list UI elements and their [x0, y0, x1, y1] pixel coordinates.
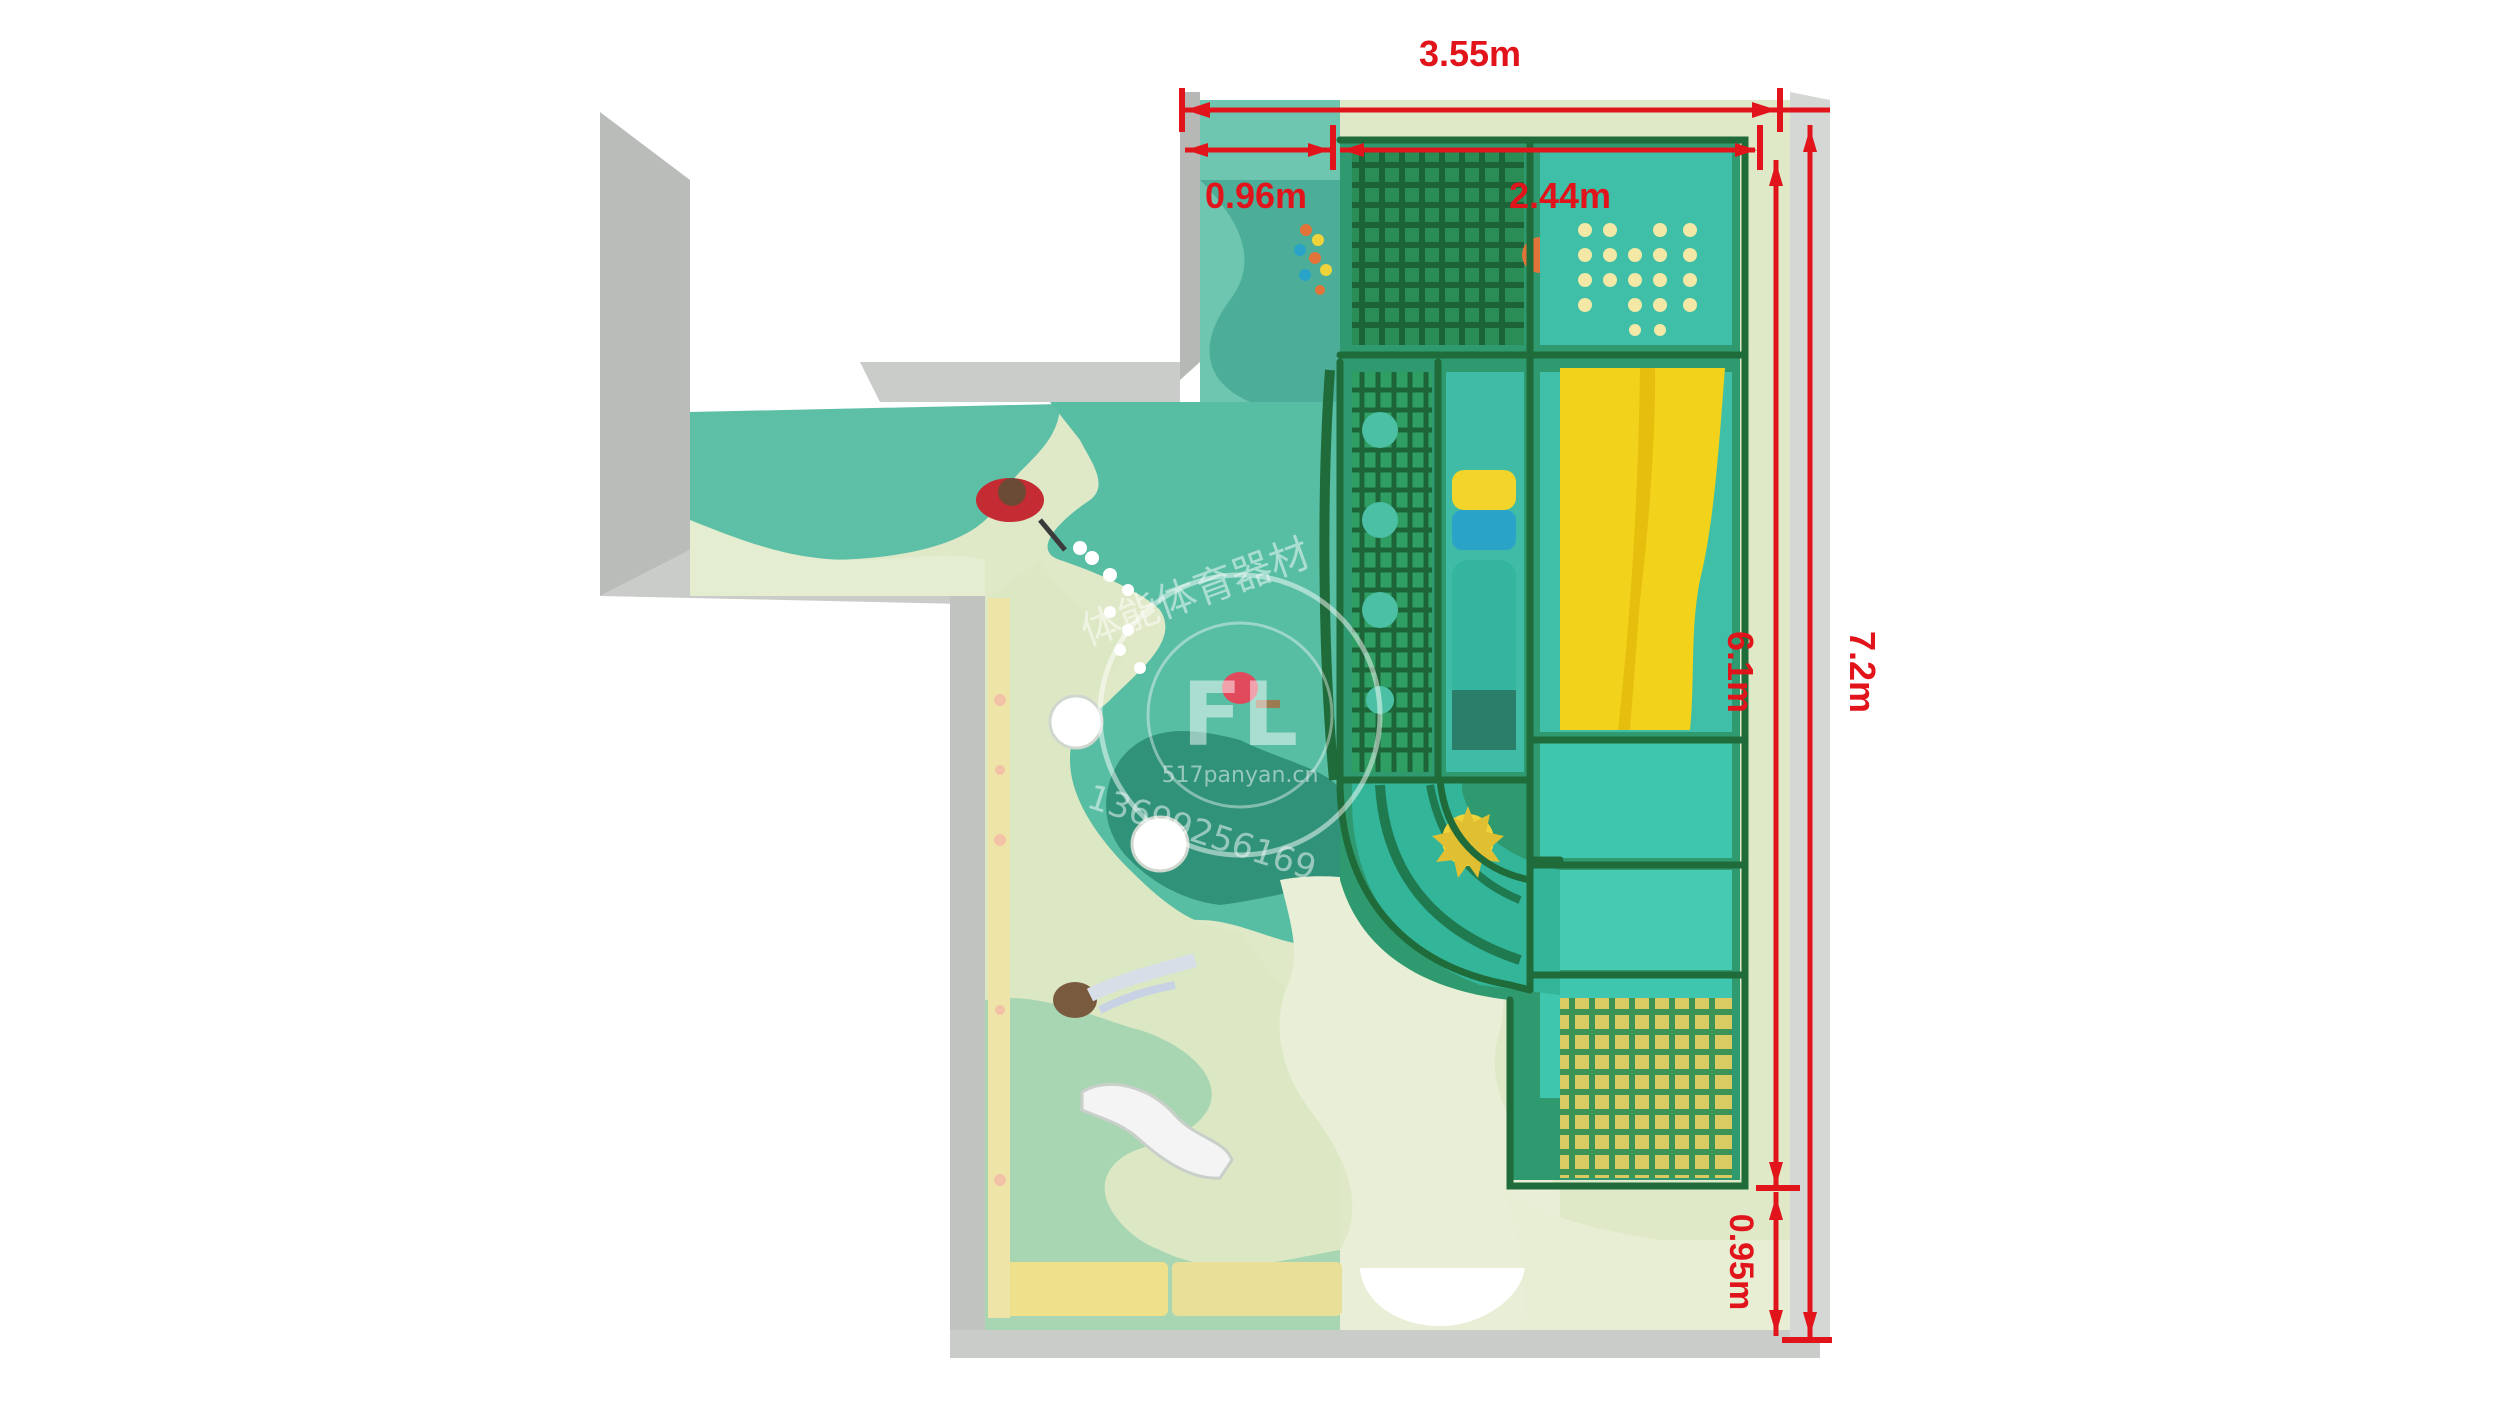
dimension-lines	[1179, 88, 1832, 1343]
child-figure-middle	[1222, 672, 1280, 708]
dimension-label-structure-depth: 6.1m	[1720, 631, 1761, 713]
watermark-url: 517panyan.cn	[1162, 763, 1319, 788]
play-structure	[1294, 136, 1749, 1190]
dimension-label-bottom-gap: 0.95m	[1722, 1214, 1760, 1310]
dimension-label-structure-width: 2.44m	[1509, 175, 1611, 216]
dimension-label-total-depth: 7.2m	[1842, 631, 1883, 713]
watermark-logo: FL	[1182, 663, 1298, 766]
child-figure-bottom	[1053, 953, 1197, 1018]
child-figure-top	[976, 478, 1067, 552]
dimension-label-total-width: 3.55m	[1419, 33, 1521, 74]
dimension-label-entry-width: 0.96m	[1205, 175, 1307, 216]
